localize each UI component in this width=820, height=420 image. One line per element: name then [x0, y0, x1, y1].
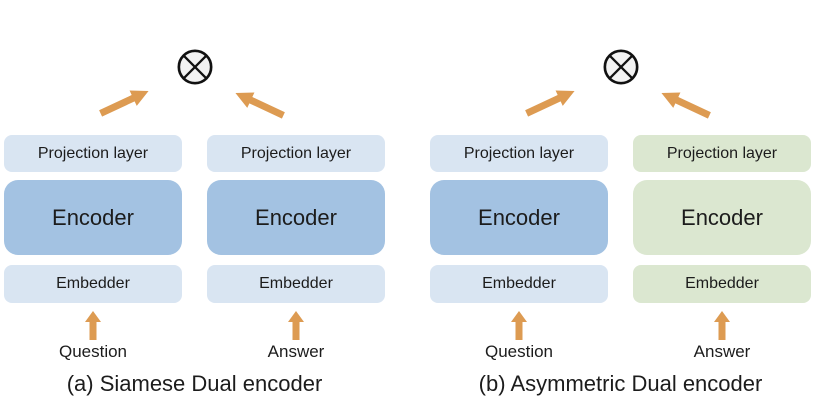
embedder-box: Embedder [430, 265, 608, 303]
input-arrow-icon [288, 311, 304, 340]
input-label: Answer [693, 342, 751, 361]
encoder-box: Encoder [430, 180, 608, 255]
encoder-box: Encoder [207, 180, 385, 255]
embedder-box: Embedder [207, 265, 385, 303]
input-label: Answer [267, 342, 325, 361]
input-label: Question [58, 342, 128, 361]
embedder-box: Embedder [4, 265, 182, 303]
encoder-box: Encoder [633, 180, 811, 255]
circled-times-icon [602, 48, 640, 86]
arrow-question-to-combiner-icon [523, 82, 580, 121]
circled-times-icon [176, 48, 214, 86]
input-label: Question [484, 342, 554, 361]
input-arrow-icon [85, 311, 101, 340]
projection-layer-box: Projection layer [207, 135, 385, 172]
diagram-caption: (a) Siamese Dual encoder [66, 371, 323, 396]
arrow-answer-to-combiner-icon [231, 84, 288, 123]
input-arrow-icon [511, 311, 527, 340]
embedder-box: Embedder [633, 265, 811, 303]
projection-layer-box: Projection layer [633, 135, 811, 172]
diagram-siamese-dual-encoder: Projection layer Encoder Embedder Questi… [4, 0, 385, 420]
answer-tower: Projection layer Encoder Embedder Answer [207, 0, 385, 420]
answer-tower: Projection layer Encoder Embedder Answer [633, 0, 811, 420]
arrow-question-to-combiner-icon [97, 82, 154, 121]
projection-layer-box: Projection layer [4, 135, 182, 172]
encoder-box: Encoder [4, 180, 182, 255]
arrow-answer-to-combiner-icon [657, 84, 714, 123]
question-tower: Projection layer Encoder Embedder Questi… [4, 0, 182, 420]
projection-layer-box: Projection layer [430, 135, 608, 172]
diagram-caption: (b) Asymmetric Dual encoder [478, 371, 763, 396]
input-arrow-icon [714, 311, 730, 340]
diagram-asymmetric-dual-encoder: Projection layer Encoder Embedder Questi… [430, 0, 811, 420]
question-tower: Projection layer Encoder Embedder Questi… [430, 0, 608, 420]
